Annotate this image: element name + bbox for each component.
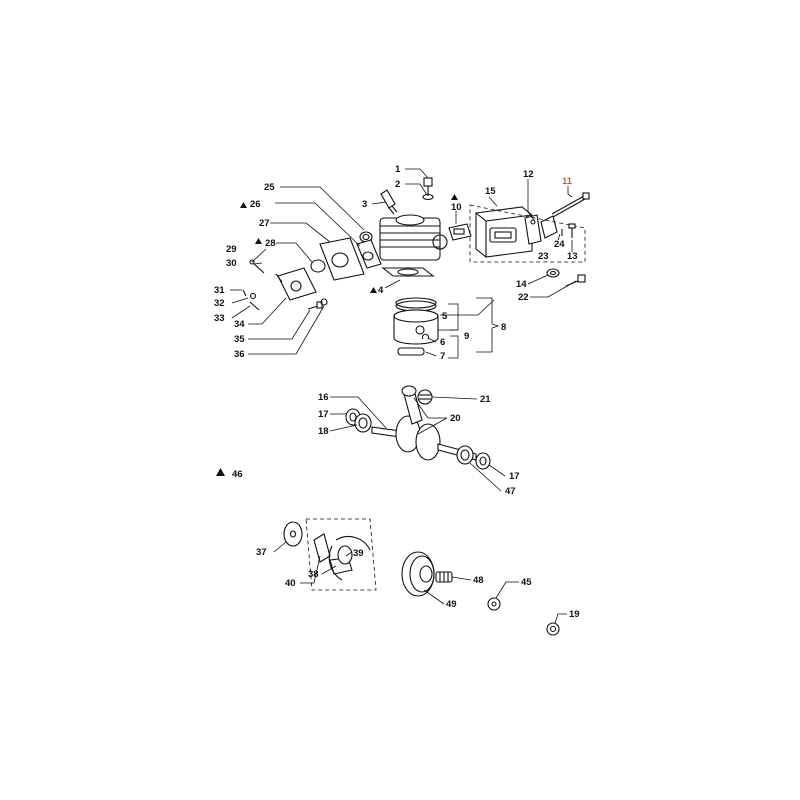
label-26: 26 xyxy=(250,199,261,210)
part-screw-35 xyxy=(307,301,323,310)
part-nut-14 xyxy=(546,268,560,278)
label-22: 22 xyxy=(518,292,529,303)
triangle-marker-icon xyxy=(216,194,458,476)
label-6: 6 xyxy=(440,337,445,348)
part-bearing-18 xyxy=(354,413,372,433)
label-25: 25 xyxy=(264,182,275,193)
label-13: 13 xyxy=(567,251,578,262)
part-clip-31 xyxy=(242,289,247,297)
label-38: 38 xyxy=(308,569,319,580)
label-23: 23 xyxy=(538,251,549,262)
part-clutch-spring-39 xyxy=(328,536,371,581)
part-clutch-drum-49 xyxy=(401,551,435,597)
label-33: 33 xyxy=(214,313,225,324)
label-10: 10 xyxy=(451,202,462,213)
label-30: 30 xyxy=(226,258,237,269)
part-manifold-26 xyxy=(356,239,382,269)
label-5: 5 xyxy=(442,311,448,322)
label-14: 14 xyxy=(516,279,527,290)
muffler-group-box xyxy=(469,204,586,263)
label-46: 46 xyxy=(232,469,243,480)
label-7: 7 xyxy=(440,351,445,362)
part-gasket-28 xyxy=(310,259,326,273)
part-gasket-4 xyxy=(381,267,435,277)
label-9: 9 xyxy=(464,331,469,342)
part-needle-bearing-48 xyxy=(435,571,453,583)
label-19: 19 xyxy=(569,609,580,620)
part-bolt-11 xyxy=(551,192,590,218)
label-49: 49 xyxy=(446,599,457,610)
bracket-8 xyxy=(476,297,500,353)
label-40: 40 xyxy=(285,578,296,589)
part-bearing-21 xyxy=(417,389,433,405)
part-washer-45 xyxy=(487,597,501,611)
part-nut-19 xyxy=(546,622,560,636)
label-3: 3 xyxy=(362,199,367,210)
part-carburetor-34 xyxy=(275,267,317,301)
label-20: 20 xyxy=(450,413,461,424)
leader-lines xyxy=(230,168,577,624)
label-4: 4 xyxy=(378,285,384,296)
part-bearing-47 xyxy=(456,445,474,465)
label-39: 39 xyxy=(353,548,364,559)
label-48: 48 xyxy=(473,575,484,586)
bracket-9-upper xyxy=(448,303,459,331)
part-piston-pin-7 xyxy=(397,347,425,356)
label-8: 8 xyxy=(501,322,506,333)
callout-labels: 1 2 3 4 5 6 7 8 9 10 11 12 13 14 15 16 1… xyxy=(214,164,580,620)
part-seal-17-right xyxy=(475,452,491,470)
label-15: 15 xyxy=(485,186,496,197)
label-16: 16 xyxy=(318,392,329,403)
label-17-right: 17 xyxy=(509,471,520,482)
part-washer-36 xyxy=(320,298,328,306)
label-18: 18 xyxy=(318,426,329,437)
part-spacer-25 xyxy=(359,231,373,243)
part-screw-33 xyxy=(249,301,260,311)
label-24: 24 xyxy=(554,239,565,250)
part-bolt-1 xyxy=(423,177,433,196)
label-28: 28 xyxy=(265,238,276,249)
clutch-group-box xyxy=(305,518,377,591)
label-47: 47 xyxy=(505,486,516,497)
label-2: 2 xyxy=(395,179,400,190)
label-45: 45 xyxy=(521,577,532,588)
part-washer-32 xyxy=(249,292,257,300)
part-piston-ring-5 xyxy=(395,297,437,312)
label-17-left: 17 xyxy=(318,409,329,420)
bracket-9-lower xyxy=(448,335,459,359)
part-spark-plug-3 xyxy=(380,189,398,215)
part-cylinder xyxy=(379,214,448,261)
part-crankshaft-20 xyxy=(371,385,477,461)
part-washer-2 xyxy=(422,193,434,201)
label-32: 32 xyxy=(214,298,225,309)
label-12: 12 xyxy=(523,169,534,180)
part-piston-9 xyxy=(393,309,439,345)
label-36: 36 xyxy=(234,349,245,360)
label-11: 11 xyxy=(562,176,573,187)
part-adapter-27 xyxy=(319,237,365,281)
label-35: 35 xyxy=(234,334,245,345)
part-muffler-15 xyxy=(475,206,542,258)
part-deflector-plate xyxy=(540,215,558,239)
label-27: 27 xyxy=(259,218,270,229)
label-34: 34 xyxy=(234,319,245,330)
label-37: 37 xyxy=(256,547,267,558)
label-31: 31 xyxy=(214,285,225,296)
part-screw-22 xyxy=(565,274,586,287)
label-21: 21 xyxy=(480,394,491,405)
part-washer-37 xyxy=(283,521,303,547)
label-29: 29 xyxy=(226,244,237,255)
part-bolt-13 xyxy=(568,223,576,238)
part-gasket-10 xyxy=(448,223,472,241)
label-1: 1 xyxy=(395,164,401,175)
